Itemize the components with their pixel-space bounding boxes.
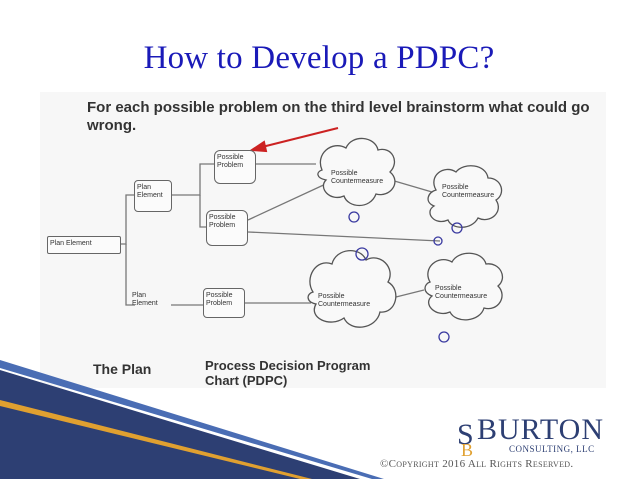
- countermeasure-label-1: Possible Countermeasure: [331, 170, 384, 185]
- plan-element-lower: Plan Element: [132, 292, 158, 307]
- possible-problem-2: Possible Problem: [206, 210, 248, 246]
- slide-title: How to Develop a PDPC?: [143, 40, 495, 76]
- plan-element-upper: Plan Element: [134, 180, 172, 212]
- connector-root-upper: [120, 194, 135, 245]
- svg-text:S: S: [457, 418, 474, 451]
- svg-text:B: B: [461, 440, 473, 460]
- marker-cm3: [451, 222, 463, 234]
- connector-root-lower: [125, 244, 135, 306]
- marker-cm2: [355, 247, 369, 261]
- footer-the-plan: The Plan: [93, 361, 152, 377]
- possible-problem-3: Possible Problem: [203, 288, 245, 318]
- connector-cm1-cm3: [390, 179, 433, 193]
- marker-cm1: [348, 211, 360, 223]
- cloud-countermeasure-1: [317, 137, 396, 207]
- footer-pdpc: Process Decision Program Chart (PDPC): [205, 358, 371, 388]
- countermeasure-label-3: Possible Countermeasure: [442, 184, 495, 199]
- marker-cm4: [438, 331, 450, 343]
- logo-wordmark: BURTON: [477, 413, 604, 446]
- possible-problem-1: Possible Problem: [214, 150, 256, 184]
- cloud-countermeasure-2: [307, 250, 397, 328]
- plan-element-root: Plan Element: [47, 236, 121, 254]
- cloud-countermeasure-3: [427, 165, 503, 228]
- decorative-stripes: [0, 360, 384, 479]
- connector-upper-problem1: [171, 163, 214, 196]
- marker-mid: [433, 236, 443, 246]
- connector-problem2-right: [247, 231, 441, 242]
- cloud-countermeasure-4: [424, 252, 503, 321]
- pdpc-figure: For each possible problem on the third l…: [40, 92, 606, 388]
- diagram-connectors: [120, 127, 503, 343]
- logo-mark-icon: S B: [457, 418, 474, 460]
- copyright-text: ©Copyright 2016 All Rights Reserved.: [380, 458, 574, 470]
- logo-subtext: CONSULTING, LLC: [509, 444, 595, 454]
- connector-upper-problem2: [199, 195, 206, 228]
- connector-problem2-cm1: [247, 181, 331, 221]
- highlight-arrow: [249, 127, 339, 153]
- instruction-text: For each possible problem on the third l…: [87, 99, 590, 134]
- countermeasure-label-2: Possible Countermeasure: [318, 293, 371, 308]
- countermeasure-label-4: Possible Countermeasure: [435, 285, 488, 300]
